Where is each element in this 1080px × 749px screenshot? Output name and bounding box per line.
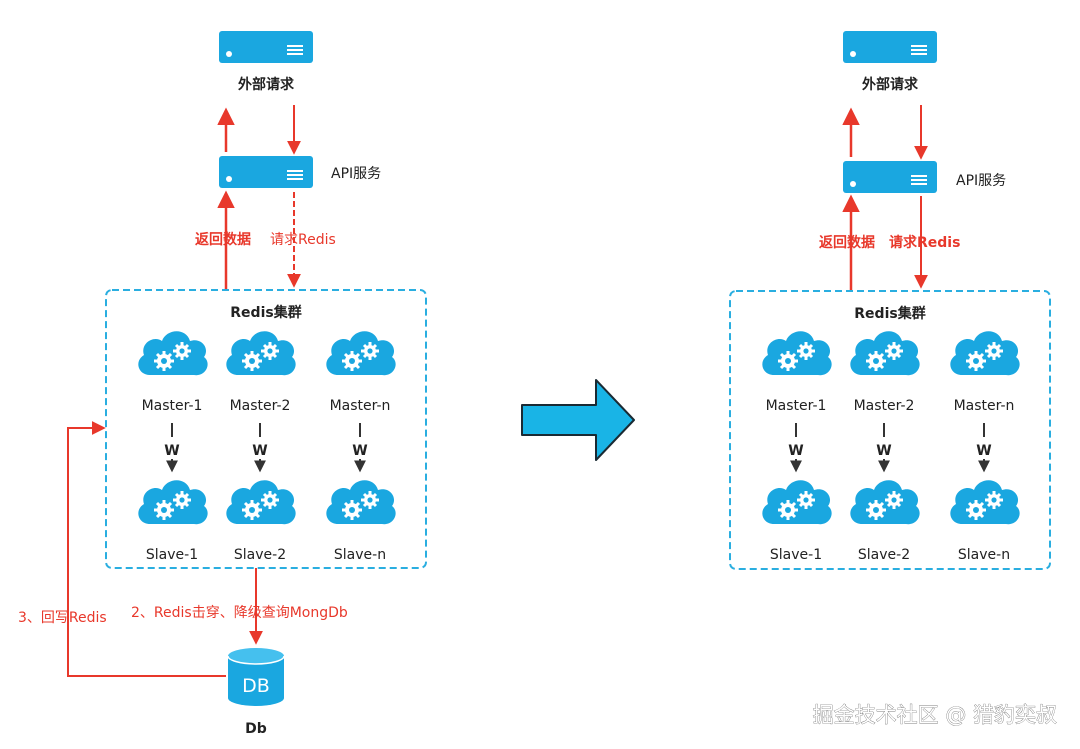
- external-request-label: 外部请求: [238, 76, 295, 93]
- master-1-label: Master-1: [142, 398, 203, 414]
- request-redis-label: 请求Redis: [270, 232, 336, 248]
- master-2-label: Master-2: [854, 398, 915, 414]
- slave-1-label: Slave-1: [146, 547, 198, 563]
- external-server-icon: [843, 31, 937, 63]
- api-service-label: API服务: [331, 166, 381, 182]
- slave-n-cloud-icon: [324, 478, 398, 526]
- master-n-cloud-icon: [324, 329, 398, 377]
- return-data-label: 返回数据: [819, 234, 875, 251]
- transition-arrow-icon: [521, 379, 635, 461]
- request-redis-label: 请求Redis: [889, 234, 960, 251]
- db-label: Db: [245, 721, 267, 737]
- return-data-label: 返回数据: [195, 231, 251, 248]
- database-icon: DB: [227, 648, 285, 706]
- slave-2-label: Slave-2: [858, 547, 910, 563]
- slave-1-cloud-icon: [136, 478, 210, 526]
- redis-cluster-title: Redis集群: [230, 304, 301, 321]
- master-1-cloud-icon: [136, 329, 210, 377]
- api-server-icon: [843, 161, 937, 193]
- slave-2-cloud-icon: [224, 478, 298, 526]
- replication-w-label: W: [788, 443, 803, 459]
- external-server-icon: [219, 31, 313, 63]
- slave-2-label: Slave-2: [234, 547, 286, 563]
- replication-w-label: W: [252, 443, 267, 459]
- slave-n-label: Slave-n: [958, 547, 1010, 563]
- replication-w-label: W: [164, 443, 179, 459]
- master-1-cloud-icon: [760, 329, 834, 377]
- api-service-label: API服务: [956, 173, 1006, 189]
- redis-cluster-title: Redis集群: [854, 305, 925, 322]
- master-2-cloud-icon: [848, 329, 922, 377]
- db-icon-text: DB: [242, 675, 270, 697]
- replication-w-label: W: [876, 443, 891, 459]
- redis-cluster-box: [105, 289, 427, 569]
- writeback-label: 3、回写Redis: [18, 610, 107, 626]
- slave-2-cloud-icon: [848, 478, 922, 526]
- master-n-cloud-icon: [948, 329, 1022, 377]
- left-diagram: 外部请求 API服务 返回数据 请求Redis Redis集群 Master-1…: [18, 31, 427, 737]
- external-request-label: 外部请求: [862, 76, 919, 93]
- slave-1-label: Slave-1: [770, 547, 822, 563]
- replication-w-label: W: [976, 443, 991, 459]
- replication-w-label: W: [352, 443, 367, 459]
- fallback-label: 2、Redis击穿、降级查询MongDb: [131, 605, 348, 621]
- master-2-cloud-icon: [224, 329, 298, 377]
- redis-cluster-box: [729, 290, 1051, 570]
- writeback-arrow: [67, 421, 226, 677]
- right-diagram: 外部请求 API服务 返回数据 请求Redis Redis集群 Master-1…: [729, 31, 1051, 570]
- api-server-icon: [219, 156, 313, 188]
- watermark: 掘金技术社区 @ 猎豹奕叔: [813, 703, 1057, 727]
- slave-n-label: Slave-n: [334, 547, 386, 563]
- master-2-label: Master-2: [230, 398, 291, 414]
- slave-n-cloud-icon: [948, 478, 1022, 526]
- master-n-label: Master-n: [954, 398, 1015, 414]
- slave-1-cloud-icon: [760, 478, 834, 526]
- master-n-label: Master-n: [330, 398, 391, 414]
- master-1-label: Master-1: [766, 398, 827, 414]
